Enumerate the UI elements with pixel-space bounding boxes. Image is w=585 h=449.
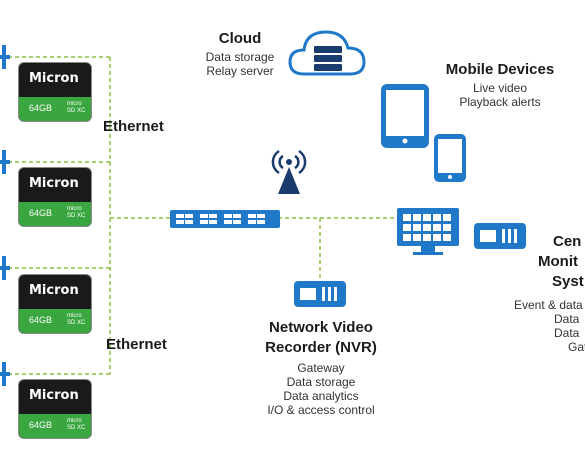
cms-title-line: Cen — [553, 233, 582, 250]
nvr-device-icon — [294, 281, 346, 307]
card-format: micro SD XC — [67, 418, 86, 431]
camera-pin-icon — [0, 256, 10, 280]
cms-title-line: Syst — [552, 273, 584, 290]
mobile-block: Mobile Devices Live video Playback alert… — [430, 61, 570, 109]
camera-pin-icon — [0, 150, 10, 174]
cloud-block: Cloud Data storage Relay server — [190, 30, 290, 78]
camera-pin-icon — [0, 45, 10, 69]
nvr-line: Data storage — [286, 375, 356, 389]
cloud-line: Relay server — [206, 64, 274, 78]
cloud-title: Cloud — [218, 30, 262, 47]
ethernet-label-top: Ethernet — [103, 118, 164, 135]
cms-title-line: Monit — [538, 253, 578, 270]
wifi-antenna-icon — [271, 149, 307, 194]
nvr-line: I/O & access control — [267, 403, 375, 417]
card-capacity: 64GB — [29, 103, 53, 113]
card-brand: Micron — [29, 388, 79, 403]
ethernet-label-bottom: Ethernet — [106, 336, 167, 353]
card-brand: Micron — [29, 71, 79, 86]
sd-card-icon: Micron 64GB micro SD XC — [18, 274, 92, 334]
sd-card-icon: Micron 64GB micro SD XC — [18, 167, 92, 227]
cms-line: Data — [554, 312, 580, 326]
nvr-line: Data analytics — [283, 389, 359, 403]
card-capacity: 64GB — [29, 315, 53, 325]
monitor-icon — [397, 208, 459, 255]
cloud-server-icon — [288, 30, 366, 76]
sd-card-icon: Micron 64GB micro SD XC — [18, 62, 92, 122]
card-format: micro SD XC — [67, 206, 86, 219]
cloud-line: Data storage — [205, 50, 275, 64]
mobile-title: Mobile Devices — [445, 61, 555, 78]
sd-card-icon: Micron 64GB micro SD XC — [18, 379, 92, 439]
mobile-line: Live video — [472, 81, 528, 95]
tablet-icon — [381, 84, 429, 148]
cms-line: Event & data — [514, 298, 583, 312]
mobile-line: Playback alerts — [459, 95, 541, 109]
card-capacity: 64GB — [29, 420, 53, 430]
card-brand: Micron — [29, 176, 79, 191]
card-format: micro SD XC — [67, 313, 86, 326]
card-capacity: 64GB — [29, 208, 53, 218]
nvr-title-line: Network Video — [269, 319, 373, 336]
cms-title-block: Cen Monit Syst — [538, 232, 585, 292]
network-switch-icon — [170, 210, 280, 228]
nvr-title-line: Recorder (NVR) — [265, 339, 377, 356]
cms-detail-block: Event & data Data Data Gat — [514, 298, 585, 354]
server-device-icon — [474, 223, 526, 249]
cms-line: Gat — [568, 340, 585, 354]
cms-line: Data — [554, 326, 580, 340]
nvr-line: Gateway — [297, 361, 345, 375]
phone-icon — [434, 134, 466, 182]
nvr-block: Network Video Recorder (NVR) Gateway Dat… — [240, 318, 402, 417]
card-brand: Micron — [29, 283, 79, 298]
camera-pin-icon — [0, 362, 10, 386]
card-format: micro SD XC — [67, 101, 86, 114]
